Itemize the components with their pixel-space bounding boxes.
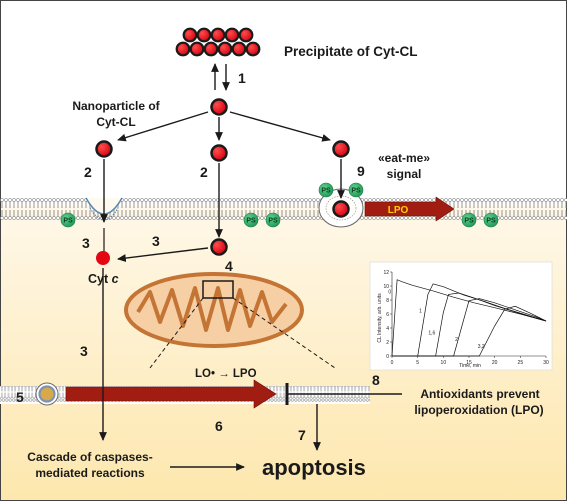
ps-label: PS — [268, 218, 278, 225]
chart-ytick-label: 4 — [386, 326, 389, 332]
cascade-label-1: Cascade of caspases- — [27, 450, 152, 464]
chart-series-label: 1,6 — [428, 331, 435, 337]
lpo-membrane-label: LPO — [388, 205, 409, 216]
precipitate-particle — [224, 27, 240, 43]
chart-xtick-label: 5 — [416, 360, 419, 366]
step-8: 8 — [372, 372, 380, 388]
ps-marker: PS — [265, 212, 281, 228]
precipitate-particle — [182, 27, 198, 43]
chart-ytick-label: 0 — [386, 354, 389, 360]
cyt-cl-particle — [210, 98, 228, 116]
precipitate-particle — [210, 27, 226, 43]
chart-ylabel: CL Intensity, arb. units — [377, 293, 383, 343]
lpo-mito-arrow — [65, 379, 277, 409]
lpo-membrane-arrow: LPO — [364, 196, 455, 222]
precipitate-label: Precipitate of Cyt-CL — [284, 44, 418, 59]
cyt-cl-particle — [332, 200, 350, 218]
chart-series-label: 2 — [455, 337, 458, 343]
step-2-center: 2 — [200, 164, 208, 180]
cyt-cl-particle — [332, 140, 350, 158]
step-2-left: 2 — [84, 164, 92, 180]
cyt-cl-particle — [210, 144, 228, 162]
chart-series-label: 1 — [419, 308, 422, 314]
chart-xtick-label: 0 — [391, 360, 394, 366]
chart-series-line — [391, 279, 547, 357]
chart-ytick-label: 10 — [383, 284, 389, 290]
step-3-lower: 3 — [80, 343, 88, 359]
chart-series-label: 3,2 — [478, 344, 485, 350]
ps-marker: PS — [60, 212, 76, 228]
precipitate-particle — [189, 41, 205, 57]
ps-label: PS — [321, 188, 331, 195]
membrane-pore — [35, 382, 59, 406]
mito-zoom-box — [202, 280, 234, 299]
ps-marker: PS — [348, 182, 364, 198]
precipitate-particle — [203, 41, 219, 57]
chart-xtick-label: 20 — [492, 360, 498, 366]
arrow-to-left-particle — [117, 111, 209, 142]
chart-xtick-label: 15 — [466, 360, 472, 366]
step-7: 7 — [298, 427, 306, 443]
cyt-cl-particle — [95, 140, 113, 158]
eat-me-label-1: «eat-me» — [378, 151, 430, 165]
chart-series-line — [392, 298, 547, 357]
ps-marker: PS — [461, 212, 477, 228]
ps-markers: PS PS PS PS PS PS PS — [60, 182, 499, 228]
arrow-to-right-particle — [229, 111, 331, 142]
precipitate-particle — [196, 27, 212, 43]
plasma-membrane — [0, 198, 567, 220]
chart-series-line — [392, 305, 547, 357]
step-6: 6 — [215, 418, 223, 434]
chart-ytick-label: 2 — [386, 340, 389, 346]
precipitate-particle — [245, 41, 261, 57]
mitochondrion — [124, 272, 304, 348]
eat-me-label-2: signal — [387, 167, 422, 181]
chart-series-line — [392, 292, 547, 357]
chart-series: 0 1 1,6 2 3,2 — [388, 279, 547, 357]
cyt-cl-particle — [210, 238, 228, 256]
step-1: 1 — [238, 70, 246, 86]
apoptosis-label: apoptosis — [262, 455, 366, 480]
precipitate-particle — [175, 41, 191, 57]
ps-label: PS — [63, 218, 73, 225]
chart-ytick-label: 12 — [383, 270, 389, 276]
chart-xtick-label: 25 — [518, 360, 524, 366]
ps-label: PS — [464, 218, 474, 225]
lo-radical-label: LO• → LPO — [195, 368, 257, 380]
ps-label: PS — [351, 188, 361, 195]
chart-xtick-label: 10 — [441, 360, 447, 366]
precipitate-particle — [217, 41, 233, 57]
ps-marker: PS — [483, 212, 499, 228]
ps-label: PS — [486, 218, 496, 225]
nanoparticle-label-1: Nanoparticle of — [72, 99, 160, 113]
antioxidants-label-2: lipoperoxidation (LPO) — [414, 403, 543, 417]
cl-inset-chart: 0 1 1,6 2 3,2 0 2 4 6 8 10 12 0 5 10 15 20 25 30 CL Inten… — [369, 261, 553, 371]
chart-ytick-label: 6 — [386, 312, 389, 318]
ps-marker: PS — [318, 182, 334, 198]
precipitate-particle — [238, 27, 254, 43]
ps-label: PS — [246, 218, 256, 225]
chart-xlabel: Time, min — [459, 363, 481, 369]
arrow-cytoplasm-to-cyt-c — [117, 247, 209, 262]
ps-marker: PS — [243, 212, 259, 228]
step-3-center: 3 — [152, 233, 160, 249]
cascade-label-2: mediated reactions — [35, 466, 145, 480]
antioxidants-label-1: Antioxidants prevent — [420, 387, 539, 401]
step-3-left: 3 — [82, 235, 90, 251]
chart-ytick-label: 8 — [386, 298, 389, 304]
step-4: 4 — [225, 258, 233, 274]
nanoparticle-label-2: Cyt-CL — [96, 115, 135, 129]
step-9: 9 — [357, 163, 365, 179]
cyt-c-label: Cyt c — [88, 272, 119, 286]
cyt-c-molecule — [96, 251, 110, 265]
cyt-cl-precipitate — [175, 27, 261, 57]
chart-series-label: 0 — [388, 290, 391, 296]
chart-xtick-label: 30 — [543, 360, 549, 366]
step-5: 5 — [16, 389, 24, 405]
precipitate-particle — [231, 41, 247, 57]
